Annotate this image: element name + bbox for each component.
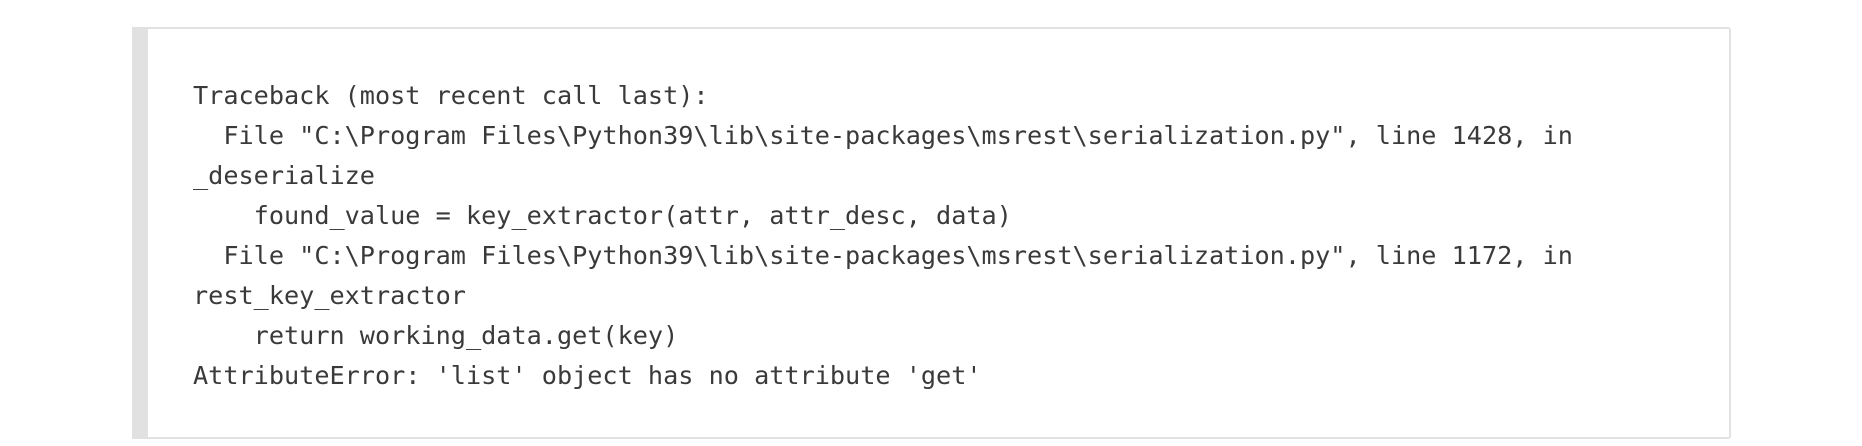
traceback-text: Traceback (most recent call last): File … xyxy=(148,29,1729,396)
code-line-file-2: File "C:\Program Files\Python39\lib\site… xyxy=(193,241,1573,270)
code-line-function-2: rest_key_extractor xyxy=(193,281,466,310)
code-line-function-1: _deserialize xyxy=(193,161,375,190)
code-line-source-2: return working_data.get(key) xyxy=(193,321,679,350)
code-line-error-message: AttributeError: 'list' object has no att… xyxy=(193,361,982,390)
code-line-traceback-header: Traceback (most recent call last): xyxy=(193,81,709,110)
code-line-source-1: found_value = key_extractor(attr, attr_d… xyxy=(193,201,1012,230)
code-block: Traceback (most recent call last): File … xyxy=(132,27,1731,439)
code-line-file-1: File "C:\Program Files\Python39\lib\site… xyxy=(193,121,1573,150)
